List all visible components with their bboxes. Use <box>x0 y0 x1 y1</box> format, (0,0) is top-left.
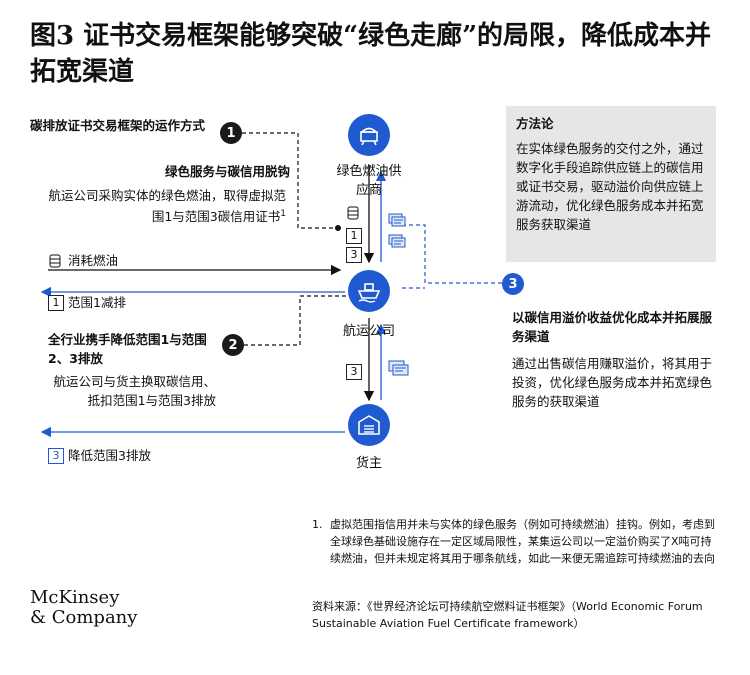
flow-box-top-b: 3 <box>346 247 362 263</box>
step-1-badge: 1 <box>220 122 242 144</box>
warehouse-icon <box>348 404 390 446</box>
flow-box-bottom: 3 <box>346 364 362 380</box>
certificate-icon <box>388 358 410 384</box>
certificate-icon <box>388 234 406 258</box>
section3-body: 通过出售碳信用赚取溢价，将其用于投资，优化绿色服务成本并拓宽绿色服务的获取渠道 <box>512 356 713 409</box>
scope1-box: 1 <box>48 295 64 311</box>
methodology-body: 在实体绿色服务的交付之外，通过数字化手段追踪供应链上的碳信用或证书交易，驱动溢价… <box>516 141 704 232</box>
shipper-label: 货主 <box>355 456 382 471</box>
section1-subheading: 绿色服务与碳信用脱钩 <box>164 164 290 179</box>
refinery-icon <box>348 114 390 156</box>
dashed-link-1 <box>242 132 338 229</box>
dashed-link-2 <box>244 295 348 346</box>
footnote-text: 虚拟范围指信用并未与实体的绿色服务（例如可持续燃油）挂钩。例如，考虑到全球绿色基… <box>330 518 715 565</box>
scope1-row-label: 范围1减排 <box>68 295 126 310</box>
shipping-label: 航运公司 <box>342 324 395 339</box>
supplier-label: 绿色燃油供应商 <box>336 164 402 198</box>
dashed-link-3 <box>402 224 502 284</box>
page-title: 图3 证书交易框架能够突破“绿色走廊”的局限，降低成本并拓宽渠道 <box>30 21 712 87</box>
mckinsey-logo: McKinsey & Company <box>30 587 138 628</box>
source-note: 资料来源：《世界经济论坛可持续航空燃料证书框架》（World Economic … <box>312 600 703 630</box>
fuel-row-label: 消耗燃油 <box>68 253 119 268</box>
section1-heading: 碳排放证书交易框架的运作方式 <box>30 118 206 133</box>
section2-heading: 全行业携手降低范围1与范围2、3排放 <box>48 332 207 366</box>
methodology-heading: 方法论 <box>516 116 554 131</box>
footnote-number: 1. <box>312 518 323 531</box>
certificate-icon <box>388 213 406 237</box>
step-3-badge: 3 <box>502 273 524 295</box>
ship-icon <box>348 270 390 312</box>
flow-box-top-a: 1 <box>346 228 362 244</box>
section2-body: 航运公司与货主换取碳信用、抵扣范围1与范围3排放 <box>53 374 216 408</box>
scope3-row-label: 降低范围3排放 <box>68 448 151 463</box>
section1-body: 航运公司采购实体的绿色燃油，取得虚拟范围1与范围3碳信用证书1 <box>48 188 286 225</box>
scope3-box: 3 <box>48 448 64 464</box>
methodology-panel: 方法论 在实体绿色服务的交付之外，通过数字化手段追踪供应链上的碳信用或证书交易，… <box>506 106 716 262</box>
fuel-drum-icon <box>48 253 62 268</box>
section3-heading: 以碳信用溢价收益优化成本并拓展服务渠道 <box>512 310 713 344</box>
fuel-drum-icon <box>346 205 360 220</box>
step-2-badge: 2 <box>222 334 244 356</box>
